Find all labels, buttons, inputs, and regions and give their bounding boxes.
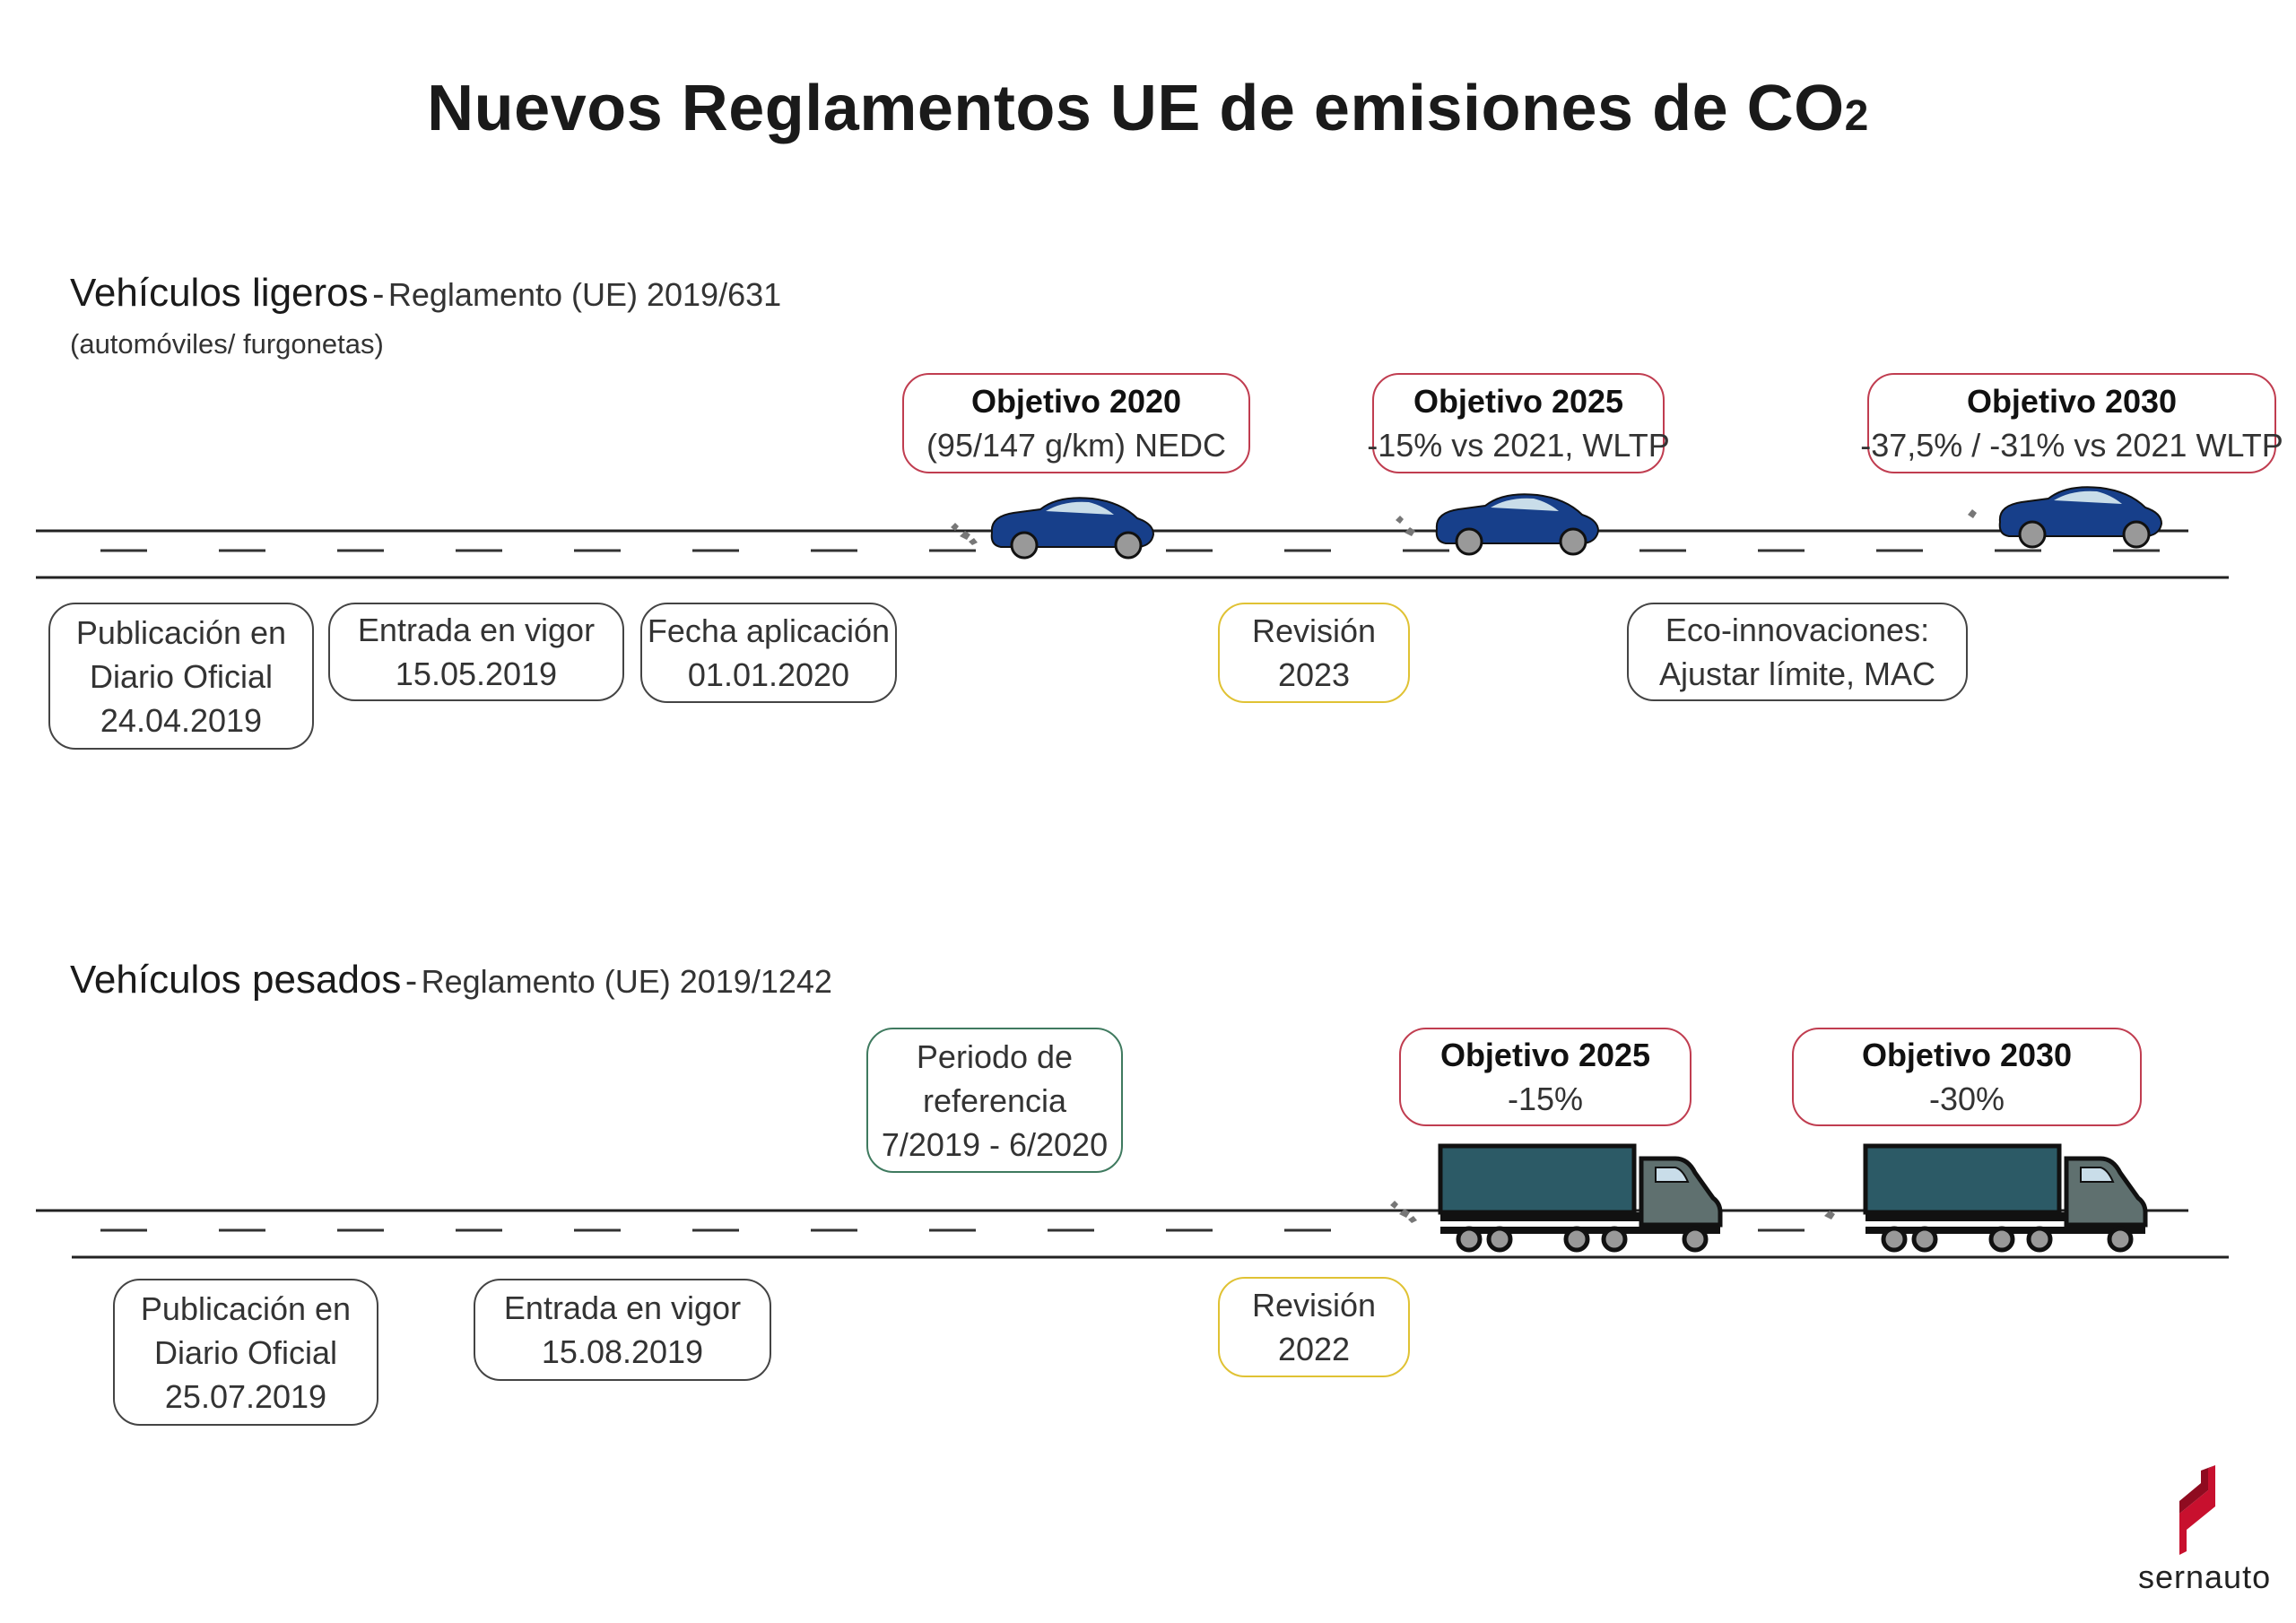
target-detail: -30% [1928, 1081, 2005, 1117]
truck-icon [1390, 1143, 1723, 1253]
light-separator: - [372, 274, 385, 314]
heavy-milestone-review: Revisión 2022 [1218, 1277, 1410, 1377]
heavy-regulation: Reglamento (UE) 2019/1242 [421, 963, 832, 1000]
light-section-heading: Vehículos ligeros - Reglamento (UE) 2019… [70, 271, 781, 316]
target-title: Objetivo 2025 [1413, 383, 1624, 420]
milestone-line: Revisión [1251, 1287, 1377, 1324]
heavy-heading: Vehículos pesados [70, 958, 402, 1002]
car-icon [951, 497, 1155, 560]
milestone-line: 25.07.2019 [164, 1377, 327, 1415]
car-icon [1968, 486, 2163, 549]
milestone-line: Eco-innovaciones: [1665, 612, 1930, 648]
reference-line: referencia [922, 1081, 1067, 1119]
milestone-line: Entrada en vigor [503, 1289, 742, 1326]
heavy-milestone-publication: Publicación en Diario Oficial 25.07.2019 [113, 1279, 378, 1426]
milestone-line: Publicación en [140, 1289, 352, 1327]
milestone-line: Diario Oficial [89, 657, 274, 695]
milestone-line: Ajustar límite, MAC [1658, 655, 1936, 692]
milestone-application-date: Fecha aplicación 01.01.2020 [640, 603, 897, 703]
milestone-publication: Publicación en Diario Oficial 24.04.2019 [48, 603, 314, 750]
heavy-section-heading: Vehículos pesados - Reglamento (UE) 2019… [70, 958, 832, 1002]
milestone-review: Revisión 2023 [1218, 603, 1410, 703]
milestone-eco-innovations: Eco-innovaciones: Ajustar límite, MAC [1627, 603, 1968, 701]
heavy-separator: - [404, 961, 418, 1001]
heavy-milestone-entry-into-force: Entrada en vigor 15.08.2019 [474, 1279, 771, 1381]
target-title: Objetivo 2025 [1439, 1037, 1651, 1073]
heavy-target-box-2030: Objetivo 2030 -30% [1792, 1028, 2142, 1126]
reference-period-box: Periodo de referencia 7/2019 - 6/2020 [866, 1028, 1123, 1173]
target-title: Objetivo 2020 [970, 383, 1182, 420]
milestone-line: 2023 [1277, 656, 1351, 693]
milestone-line: 01.01.2020 [687, 656, 850, 693]
target-box-2020: Objetivo 2020 (95/147 g/km) NEDC [902, 373, 1250, 473]
milestone-entry-into-force: Entrada en vigor 15.05.2019 [328, 603, 624, 701]
page-title: Nuevos Reglamentos UE de emisiones de CO… [0, 72, 2296, 145]
light-regulation: Reglamento (UE) 2019/631 [387, 276, 782, 313]
title-text: Nuevos Reglamentos UE de emisiones de CO [427, 73, 1845, 144]
sernauto-logo-icon [2179, 1465, 2215, 1555]
reference-line: 7/2019 - 6/2020 [881, 1125, 1109, 1163]
car-icon [1396, 493, 1600, 556]
milestone-line: 2022 [1277, 1331, 1351, 1367]
target-detail: (95/147 g/km) NEDC [926, 427, 1227, 464]
milestone-line: Publicación en [75, 613, 287, 651]
target-title: Objetivo 2030 [1861, 1037, 2073, 1073]
milestone-line: 15.05.2019 [395, 655, 558, 692]
milestone-line: Entrada en vigor [357, 612, 596, 648]
reference-line: Periodo de [916, 1037, 1074, 1075]
target-detail: -15% vs 2021, WLTP [1367, 427, 1670, 464]
title-subscript: 2 [1844, 92, 1869, 140]
target-title: Objetivo 2030 [1966, 383, 2178, 420]
target-detail: -15% [1507, 1081, 1584, 1117]
milestone-line: 15.08.2019 [541, 1333, 704, 1370]
light-subtitle: (automóviles/ furgonetas) [70, 328, 384, 360]
truck-icon [1824, 1143, 2148, 1253]
milestone-line: 24.04.2019 [100, 701, 263, 739]
sernauto-logo-text: sernauto [2138, 1558, 2272, 1595]
heavy-target-box-2025: Objetivo 2025 -15% [1399, 1028, 1692, 1126]
target-box-2025: Objetivo 2025 -15% vs 2021, WLTP [1367, 373, 1670, 473]
milestone-line: Fecha aplicación [647, 612, 891, 649]
light-heading: Vehículos ligeros [70, 271, 369, 315]
milestone-line: Diario Oficial [153, 1333, 338, 1371]
milestone-line: Revisión [1251, 612, 1377, 649]
target-detail: -37,5% / -31% vs 2021 WLTP [1860, 427, 2283, 464]
target-box-2030: Objetivo 2030 -37,5% / -31% vs 2021 WLTP [1860, 373, 2283, 473]
